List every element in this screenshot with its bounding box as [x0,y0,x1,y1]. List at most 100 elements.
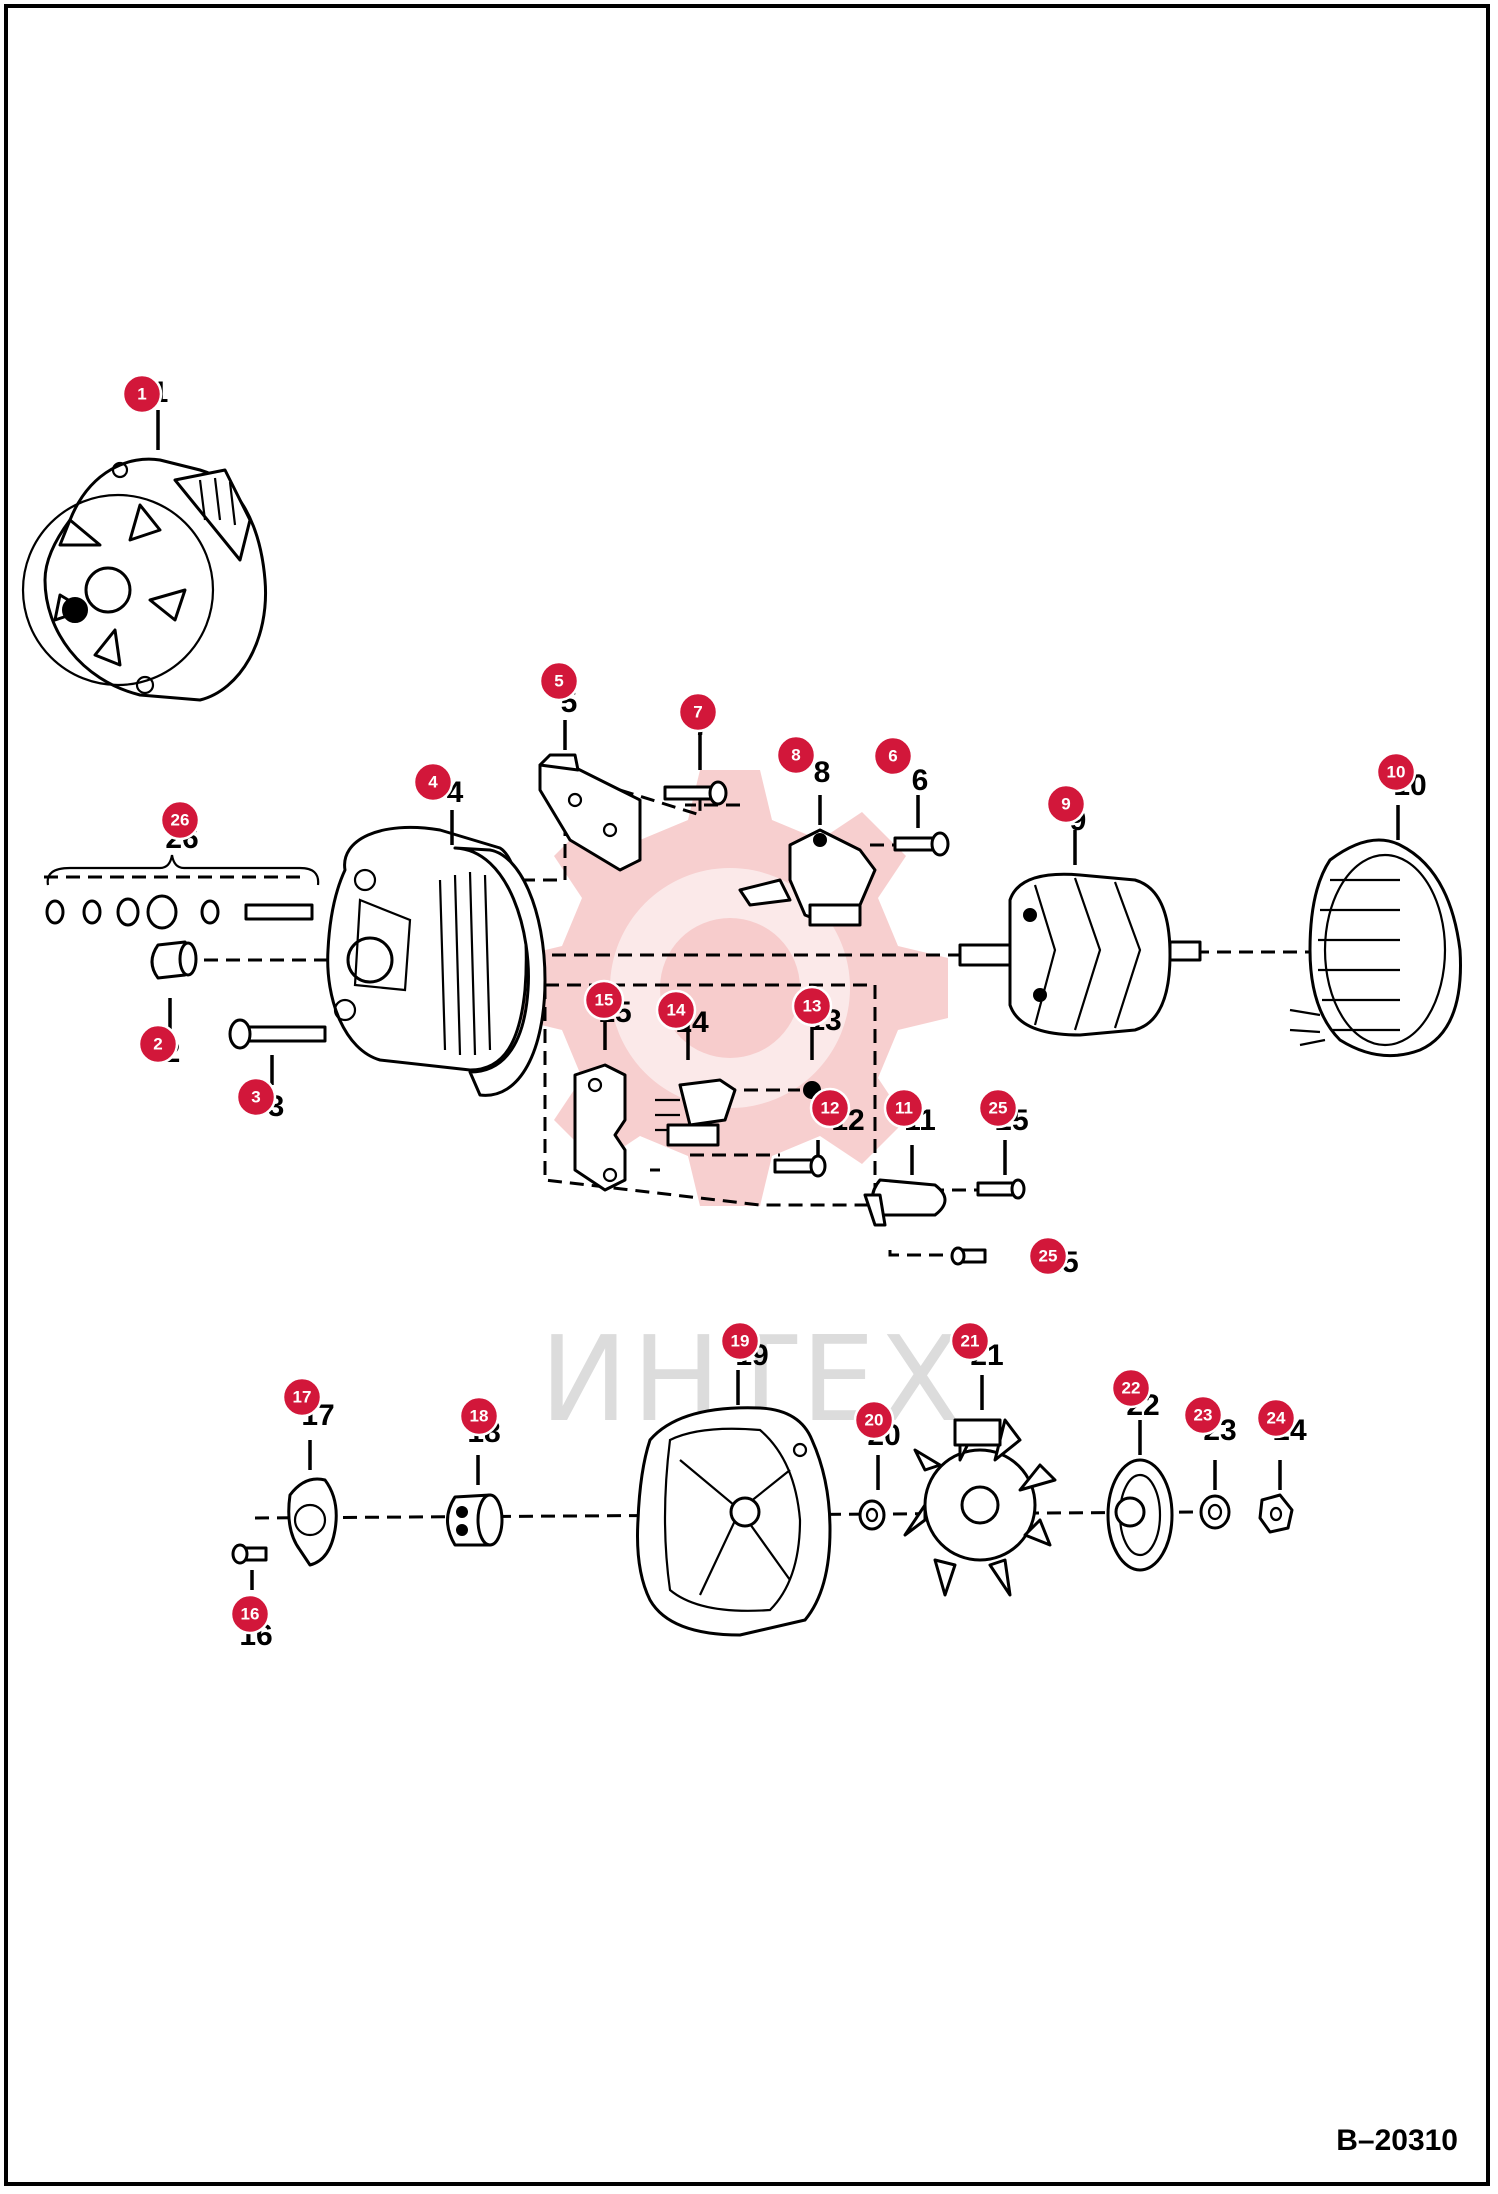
part-15-brush-holder-bracket [573,1063,627,1192]
callout-badge-circle [809,1087,851,1129]
part-20-spacer [858,1499,886,1531]
part-7-screw [663,780,728,806]
part-5-bracket [538,753,642,872]
callout-badge-label: 21 [961,1332,980,1351]
callout-badge-circle [949,1320,991,1362]
callout-badge-label: 3 [251,1088,260,1107]
callout-badge-19[interactable]: 19 [719,1320,761,1362]
part-number-6: 6 [912,764,929,797]
callout-badge-circle [677,691,719,733]
callout-badge-label: 1 [137,385,146,404]
part-1-alternator-assembly [21,457,268,702]
callout-badge-label: 22 [1122,1379,1141,1398]
callout-badge-circle [883,1087,925,1129]
callout-badge-26[interactable]: 26 [159,799,201,841]
callout-badge-circle [229,1593,271,1635]
callout-badge-18[interactable]: 18 [458,1395,500,1437]
callout-badge-circle [538,660,580,702]
callout-badge-circle [1375,751,1417,793]
callout-badge-label: 11 [895,1099,913,1118]
callout-badge-label: 16 [241,1605,260,1624]
callout-badge-label: 25 [1039,1247,1058,1266]
callout-badge-circle [775,734,817,776]
callout-badge-circle [1110,1367,1152,1409]
part-23-lock-washer [1199,1494,1231,1530]
part-18-bearing [446,1493,504,1547]
callout-badge-4[interactable]: 4 [412,761,454,803]
part-3-bolt [228,1018,327,1050]
callout-badge-13[interactable]: 13 [791,985,833,1027]
callout-badge-22[interactable]: 22 [1110,1367,1152,1409]
callout-badge-label: 5 [554,672,563,691]
callout-badge-circle [719,1320,761,1362]
callout-badge-2[interactable]: 2 [137,1023,179,1065]
callout-badge-8[interactable]: 8 [775,734,817,776]
callout-badge-10[interactable]: 10 [1375,751,1417,793]
part-17-retainer-plate [287,1477,338,1567]
callout-badge-circle [1255,1397,1297,1439]
callout-badge-circle [235,1076,277,1118]
callout-badge-circle [121,373,163,415]
callout-badge-circle [412,761,454,803]
callout-badge-1[interactable]: 1 [121,373,163,415]
callout-badge-12[interactable]: 12 [809,1087,851,1129]
callout-badge-label: 7 [693,703,702,722]
callout-badge-label: 14 [667,1001,686,1020]
callout-badge-21[interactable]: 21 [949,1320,991,1362]
part-8-regulator [738,828,877,927]
callout-badge-label: 4 [428,773,438,792]
part-number-8: 8 [814,756,831,789]
part-25-screw-upper [976,1178,1026,1200]
callout-badge-6[interactable]: 6 [872,735,914,777]
callout-badge-17[interactable]: 17 [281,1376,323,1418]
callout-badge-11[interactable]: 11 [883,1087,925,1129]
callout-badge-label: 24 [1267,1409,1286,1428]
callout-badge-20[interactable]: 20 [853,1399,895,1441]
callout-badge-circle [1045,783,1087,825]
part-10-stator [1289,838,1462,1058]
callout-badge-label: 12 [821,1099,840,1118]
callout-badge-7[interactable]: 7 [677,691,719,733]
part-6-screw [893,831,950,857]
callout-badge-5[interactable]: 5 [538,660,580,702]
callout-badge-circle [137,1023,179,1065]
part-16-screw [231,1543,268,1565]
callout-badge-14[interactable]: 14 [655,989,697,1031]
callout-badge-label: 23 [1194,1406,1213,1425]
callout-badge-label: 15 [595,991,614,1010]
part-9-rotor [958,872,1202,1037]
callout-badge-circle [583,979,625,1021]
callout-badge-25[interactable]: 25 [977,1087,1019,1129]
callout-badge-16[interactable]: 16 [229,1593,271,1635]
part-11-capacitor [863,1178,947,1227]
callout-badge-label: 2 [153,1035,162,1054]
callout-badge-15[interactable]: 15 [583,979,625,1021]
callout-badge-label: 19 [731,1332,750,1351]
part-19-drive-end-frame [636,1406,832,1637]
callout-badge-circle [655,989,697,1031]
callout-badge-9[interactable]: 9 [1045,783,1087,825]
callout-badge-label: 17 [293,1388,312,1407]
part-25-screw-lower [950,1246,987,1266]
callout-badge-circle [458,1395,500,1437]
part-26-washers-nuts-bolt [45,854,320,930]
callout-badge-3[interactable]: 3 [235,1076,277,1118]
part-14-diode-trio [655,1078,737,1147]
callout-badge-label: 9 [1061,795,1070,814]
callout-badge-24[interactable]: 24 [1255,1397,1297,1439]
part-24-nut [1258,1493,1294,1534]
part-22-pulley [1106,1458,1174,1572]
callout-badge-23[interactable]: 23 [1182,1394,1224,1436]
callout-badge-circle [1027,1235,1069,1277]
callout-badge-label: 25 [989,1099,1008,1118]
callout-badge-circle [853,1399,895,1441]
callout-badge-label: 26 [171,811,190,830]
callout-badge-circle [872,735,914,777]
callout-badge-label: 10 [1387,763,1406,782]
part-4-slip-ring-end-frame [326,825,547,1097]
callout-badge-25[interactable]: 25 [1027,1235,1069,1277]
part-2-bushing [150,940,198,980]
callout-badge-label: 18 [470,1407,489,1426]
